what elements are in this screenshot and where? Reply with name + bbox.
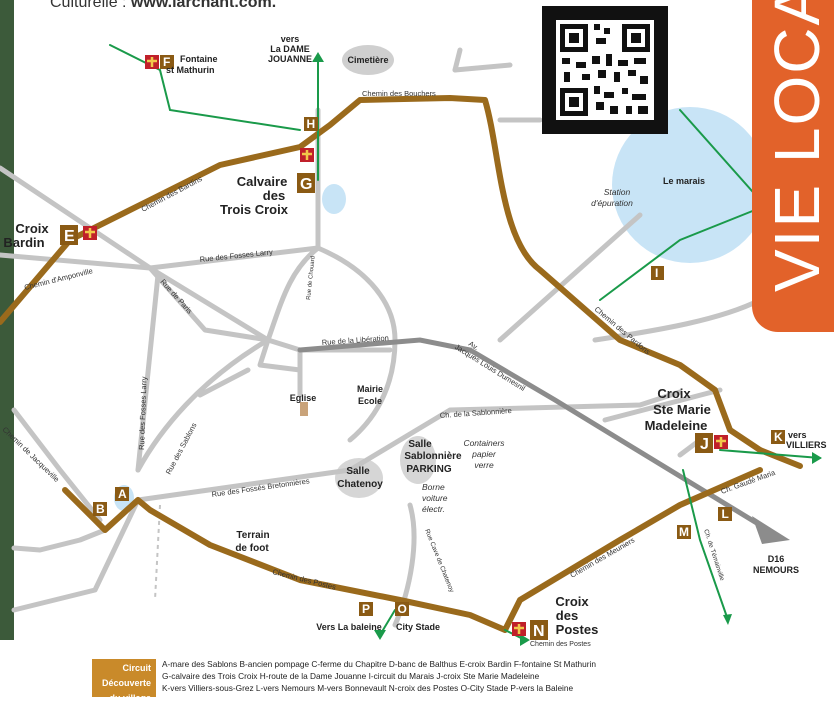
svg-text:K: K — [774, 430, 783, 444]
street-postes: Chemin des Postes — [272, 567, 338, 592]
side-tab — [752, 0, 834, 332]
legend-line-1: A-mare des Sablons B-ancien pompage C-fe… — [162, 659, 596, 669]
marker-m[interactable]: M — [677, 525, 691, 539]
arrow-villiers — [812, 452, 822, 464]
label-marais: Le marais — [663, 176, 705, 186]
d16-arrow — [752, 516, 790, 544]
discovery-circuit — [0, 95, 803, 633]
marker-o[interactable]: O — [395, 602, 409, 616]
svg-text:A: A — [118, 487, 127, 501]
cross-icon — [83, 226, 97, 240]
label-city-stade: City Stade — [396, 622, 440, 632]
marais-water — [612, 107, 768, 263]
svg-text:G: G — [300, 176, 312, 193]
marker-j[interactable]: J — [695, 433, 713, 453]
street-avenue: Av.Jacques Louis Dumesnil — [453, 334, 532, 393]
street-sablons: Rue des Sablons — [164, 421, 199, 476]
marker-e[interactable]: E — [60, 225, 78, 245]
marker-f[interactable]: F — [160, 55, 174, 69]
svg-text:N: N — [533, 623, 545, 640]
street-fosses-larry: Rue des Fosses Larry — [199, 247, 273, 264]
svg-text:E: E — [64, 228, 75, 245]
website-link[interactable]: www.larchant.com. — [130, 0, 277, 11]
salle-sab-area — [400, 436, 436, 484]
svg-text:L: L — [722, 507, 729, 521]
cross-icon — [145, 55, 159, 69]
cross-icon — [512, 622, 526, 636]
marker-h[interactable]: H — [304, 117, 318, 131]
legend-line-2: G-calvaire des Trois Croix H-route de la… — [162, 671, 540, 681]
marker-l[interactable]: L — [718, 507, 732, 521]
label-eglise: Eglise — [290, 393, 317, 403]
label-cimetiere: Cimetière — [347, 55, 388, 65]
marker-a[interactable]: A — [115, 487, 129, 501]
pond-g — [322, 184, 346, 214]
street-bouchers: Chemin des Bouchers — [362, 89, 436, 98]
marker-i[interactable]: I — [651, 266, 664, 280]
street-cave-chatenoy: Rue Cave de Chatenoy — [423, 528, 455, 594]
svg-text:F: F — [163, 55, 170, 69]
qr-code-icon[interactable] — [542, 6, 668, 134]
svg-text:H: H — [307, 117, 316, 131]
marker-g[interactable]: G — [297, 173, 315, 193]
header-prefix: Culturelle : — [50, 0, 131, 11]
svg-text:B: B — [96, 502, 105, 516]
svg-text:O: O — [398, 602, 407, 616]
legend-text: A-mare des Sablons B-ancien pompage C-fe… — [162, 658, 832, 694]
svg-text:M: M — [679, 525, 689, 539]
svg-text:I: I — [655, 266, 658, 280]
marker-p[interactable]: P — [359, 602, 373, 616]
green-paths — [109, 44, 822, 646]
cimetiere-area — [342, 45, 394, 75]
cross-icon — [300, 148, 314, 162]
label-vers-baleine: Vers La baleine — [316, 622, 382, 632]
arrow-baleine — [374, 630, 386, 640]
side-tab-label: VIE LOCALE — [761, 0, 833, 292]
eglise-building — [300, 402, 308, 416]
street-fosses-bretonnieres: Rue des Fossés Bretonnières — [211, 476, 310, 499]
legend-line-3: K-vers Villiers-sous-Grez L-vers Nemours… — [162, 683, 574, 693]
street-postes-2: Chemin des Postes — [530, 641, 591, 648]
marker-n[interactable]: N — [530, 620, 548, 640]
cross-icon — [714, 435, 728, 449]
arrow-dame-jouanne — [312, 52, 324, 62]
street-meuniers: Chemin des Meuniers — [569, 535, 637, 579]
header-text: Culturelle : www.larchant.com. — [50, 0, 276, 12]
street-bardins: Chemin des Bardins — [140, 174, 204, 214]
svg-text:P: P — [362, 602, 370, 616]
svg-text:J: J — [700, 436, 709, 453]
marker-k[interactable]: K — [771, 430, 785, 444]
street-chouard: Rue de Chouard — [306, 256, 317, 300]
forest-strip — [0, 0, 14, 640]
arrow-postes — [520, 634, 530, 646]
marker-b[interactable]: B — [93, 502, 107, 516]
arrow-temainville — [723, 614, 732, 625]
street-fosses-larry-2: Rue des Fosses Larry — [137, 376, 149, 450]
